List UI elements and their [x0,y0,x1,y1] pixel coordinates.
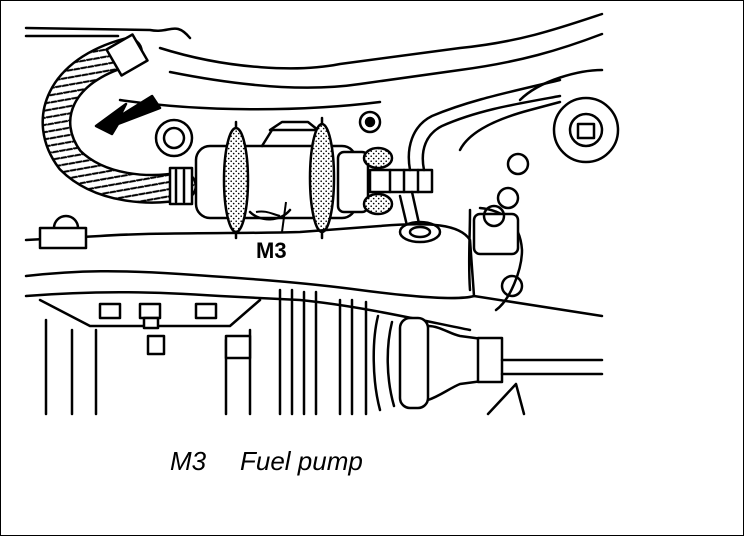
drive-flange [278,288,604,416]
suspension-bracket [458,68,620,312]
component-callout [255,201,287,233]
mounting-ring-right [308,116,336,240]
mounting-ring-left [222,120,250,240]
lower-housing [38,298,262,416]
grommet [154,118,194,158]
braided-fuel-hose [41,33,197,206]
flow-direction-arrow [94,94,162,136]
caption-code: M3 [170,446,207,476]
caption-description: Fuel pump [240,446,363,476]
outlet-fuel-line [358,78,562,172]
mounting-stud [398,190,442,244]
pump-outlet-end [336,146,434,216]
component-label: M3 [256,238,287,263]
